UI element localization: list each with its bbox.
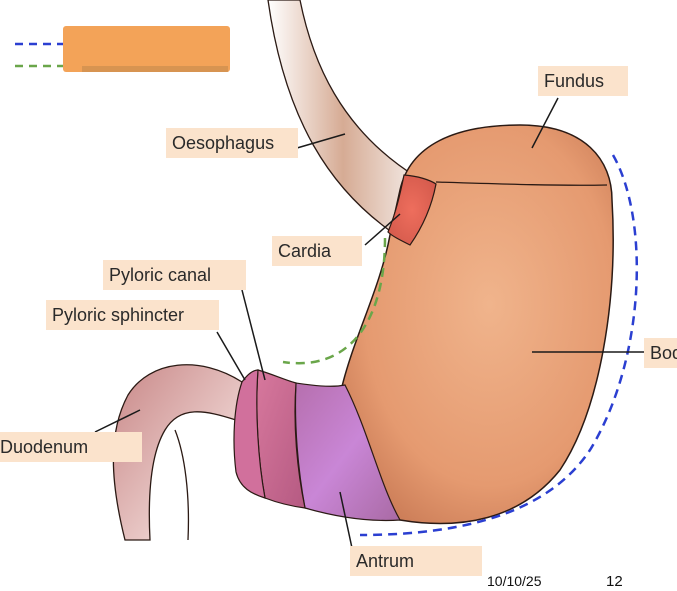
- label-antrum: Antrum: [350, 546, 482, 576]
- label-cardia: Cardia: [272, 236, 362, 266]
- label-body: Bod: [644, 338, 677, 368]
- label-duodenum: Duodenum: [0, 432, 142, 462]
- label-fundus: Fundus: [538, 66, 628, 96]
- duodenum-leader: [94, 409, 141, 433]
- slide-number: 12: [606, 573, 623, 590]
- label-pyloric-sphincter: Pyloric sphincter: [46, 300, 219, 330]
- label-pyloric-canal: Pyloric canal: [103, 260, 246, 290]
- duodenum-shape: [112, 364, 243, 541]
- label-oesophagus: Oesophagus: [166, 128, 298, 158]
- antrum-leader: [339, 491, 353, 549]
- cardia-shape: [387, 174, 437, 246]
- pyloric-canal-leader: [241, 289, 266, 381]
- antrum-shape: [294, 382, 401, 522]
- cardia-leader: [364, 213, 401, 246]
- greater-curvature-dashed-line: [359, 154, 638, 537]
- oesophagus-leader: [296, 133, 346, 149]
- slide-date: 10/10/25: [487, 573, 542, 589]
- pyloric-sphincter-shape: [233, 369, 266, 499]
- legend-banner: [63, 26, 230, 72]
- fundus-boundary: [435, 181, 608, 186]
- fundus-leader: [531, 97, 559, 149]
- oesophagus-shape: [267, 0, 419, 236]
- pyloric-sphincter-leader: [216, 331, 246, 381]
